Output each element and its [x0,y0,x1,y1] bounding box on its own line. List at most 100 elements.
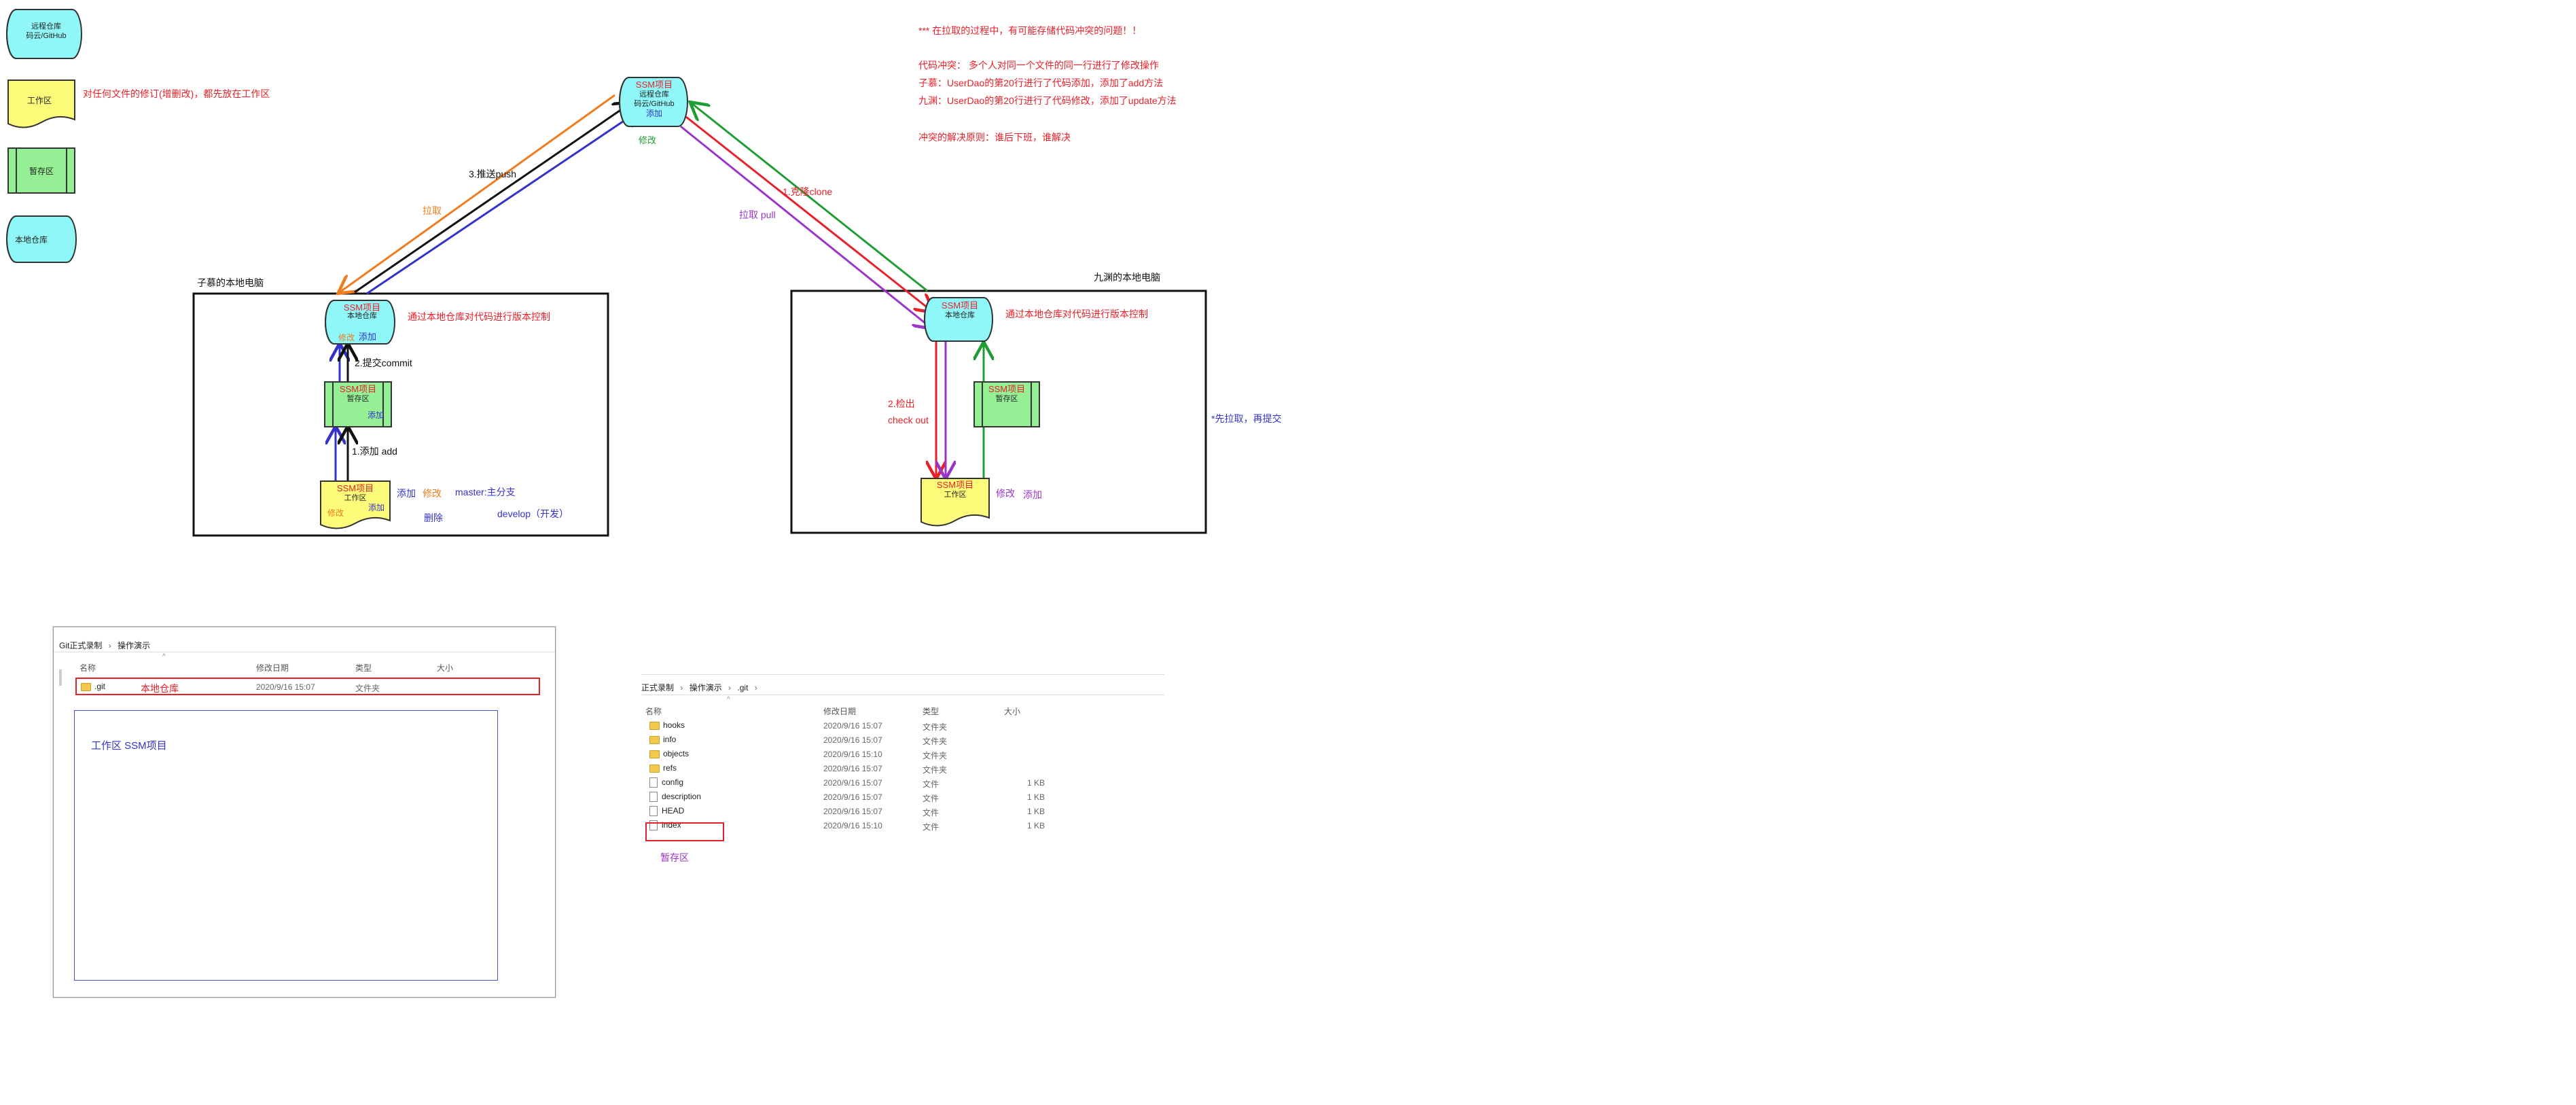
left-work-modify: 修改 [327,508,344,518]
label-commit: 2.提交commit [355,357,412,368]
file-type: 文件夹 [923,737,948,746]
left-stage-add: 添加 [368,410,384,420]
remote-repo-modify: 修改 [639,135,657,145]
label-pull-right: 拉取 pull [739,209,776,220]
explorer1-header-date[interactable]: 修改日期 [256,663,289,673]
explorer2-crumb-2[interactable]: 操作演示 [689,683,722,692]
file-icon [649,777,658,788]
label-pull-left: 拉取 [423,205,442,216]
table-row[interactable]: info 2020/9/16 15:07 文件夹 [649,735,1084,747]
notes-pull-first: *先拉取，再提交 [1211,413,1282,424]
file-type: 文件夹 [923,765,948,775]
left-stage-text: 暂存区 [346,395,370,403]
left-local-label: SSM项目 本地仓库 [330,303,394,321]
left-local-name: SSM项目 [343,302,381,313]
remote-repo-label: SSM项目 远程仓库 码云/GitHub 添加 [622,80,686,119]
file-name-text: hooks [663,720,685,730]
legend-staging-label: 暂存区 [29,166,54,176]
left-stage-name: SSM项目 [339,384,377,394]
file-type: 文件 [923,779,940,789]
file-date: 2020/9/16 15:07 [823,778,882,788]
right-work-label: SSM项目 工作区 [921,480,989,500]
workspace-box-label: 工作区 SSM项目 [91,740,167,752]
file-date: 2020/9/16 15:07 [823,807,882,816]
file-icon [649,792,658,803]
notes-line4: 冲突的解决原则：谁后下班，谁解决 [918,132,1071,143]
right-stage-text: 暂存区 [995,395,1018,403]
legend-workspace-note: 对任何文件的修订(增删改)，都先放在工作区 [83,88,270,99]
file-date: 2020/9/16 15:07 [823,792,882,802]
file-name: hooks [649,720,685,730]
file-date: 2020/9/16 15:07 [823,735,882,745]
left-pc-title: 子慕的本地电脑 [197,277,264,288]
left-workspace-doc [320,480,391,529]
label-push: 3.推送push [469,169,517,179]
explorer1-row-git[interactable]: .git 本地仓库 2020/9/16 15:07 文件夹 [75,678,540,695]
legend-remote-line1: 远程仓库 [31,22,61,31]
arrow-pull-purple [680,125,931,328]
right-side-add: 添加 [1023,489,1042,500]
left-work-text: 工作区 [344,494,367,502]
explorer1-row-type: 文件夹 [355,684,380,693]
file-type: 文件夹 [923,722,948,732]
branch-master: master:主分支 [455,487,516,497]
legend-local-repo [6,215,77,263]
scroll-handle[interactable] [59,669,62,686]
left-pc-frame [192,292,609,537]
remote-repo-line2: 码云/GitHub [634,100,675,108]
legend-local-label: 本地仓库 [15,235,48,245]
file-date: 2020/9/16 15:07 [823,721,882,731]
explorer-window-1: Git正式录制 › 操作演示 ^ 名称 修改日期 类型 大小 .git 本地仓库… [53,627,556,998]
legend-remote-repo [6,9,82,59]
explorer1-crumb-1[interactable]: Git正式录制 [59,641,103,650]
explorer1-header-size[interactable]: 大小 [437,663,454,673]
file-name: config [649,777,683,788]
notes-line1: 代码冲突： 多个人对同一个文件的同一行进行了修改操作 [918,60,1159,71]
sort-caret-icon: ^ [162,653,166,661]
explorer2-header-size[interactable]: 大小 [1004,707,1021,716]
left-work-label: SSM项目 工作区 [321,484,390,503]
right-local-note: 通过本地仓库对代码进行版本控制 [1005,309,1148,319]
notes-line3: 九渊：UserDao的第20行进行了代码修改，添加了update方法 [918,95,1177,106]
explorer2-header-type[interactable]: 类型 [923,707,940,716]
left-local-add: 添加 [359,332,377,342]
left-local-modify: 修改 [338,333,355,343]
branch-develop: develop（开发） [497,508,569,519]
explorer2-crumb-1[interactable]: 正式录制 [641,683,675,692]
file-size: 1 KB [1027,778,1045,788]
arrow-clone-red [685,116,932,311]
left-stage-label: SSM项目 暂存区 [325,385,391,404]
explorer1-crumb-2[interactable]: 操作演示 [118,641,151,650]
explorer1-header-name[interactable]: 名称 [79,663,96,673]
legend-staging [7,147,75,194]
sort-caret-icon: ^ [727,696,730,703]
left-local-repo-cylinder [325,300,395,345]
table-row[interactable]: config 2020/9/16 15:07 文件 1 KB [649,777,1084,790]
explorer2-index-label: 暂存区 [660,852,689,863]
file-name: description [649,792,702,803]
label-checkout-1: 2.检出 [888,398,915,409]
explorer2-header-name[interactable]: 名称 [645,707,662,716]
file-name-text: info [663,735,677,744]
file-icon [649,806,658,817]
right-pc-frame [790,290,1207,534]
file-name-text: HEAD [662,806,685,815]
explorer1-header-type[interactable]: 类型 [355,663,372,673]
explorer2-crumb-sep-1: › [680,683,683,692]
explorer2-breadcrumb[interactable]: 正式录制 › 操作演示 › .git › [641,682,762,693]
explorer2-crumb-3[interactable]: .git [737,683,749,692]
right-workspace-doc [920,478,990,527]
file-name-text: description [662,792,702,801]
explorer2-header-date[interactable]: 修改日期 [823,707,857,716]
legend-workspace-label: 工作区 [27,96,52,105]
table-row[interactable]: hooks 2020/9/16 15:07 文件夹 [649,720,1084,733]
label-checkout-2: check out [888,415,929,425]
file-type: 文件 [923,808,940,818]
explorer1-breadcrumb[interactable]: Git正式录制 › 操作演示 [59,639,150,651]
